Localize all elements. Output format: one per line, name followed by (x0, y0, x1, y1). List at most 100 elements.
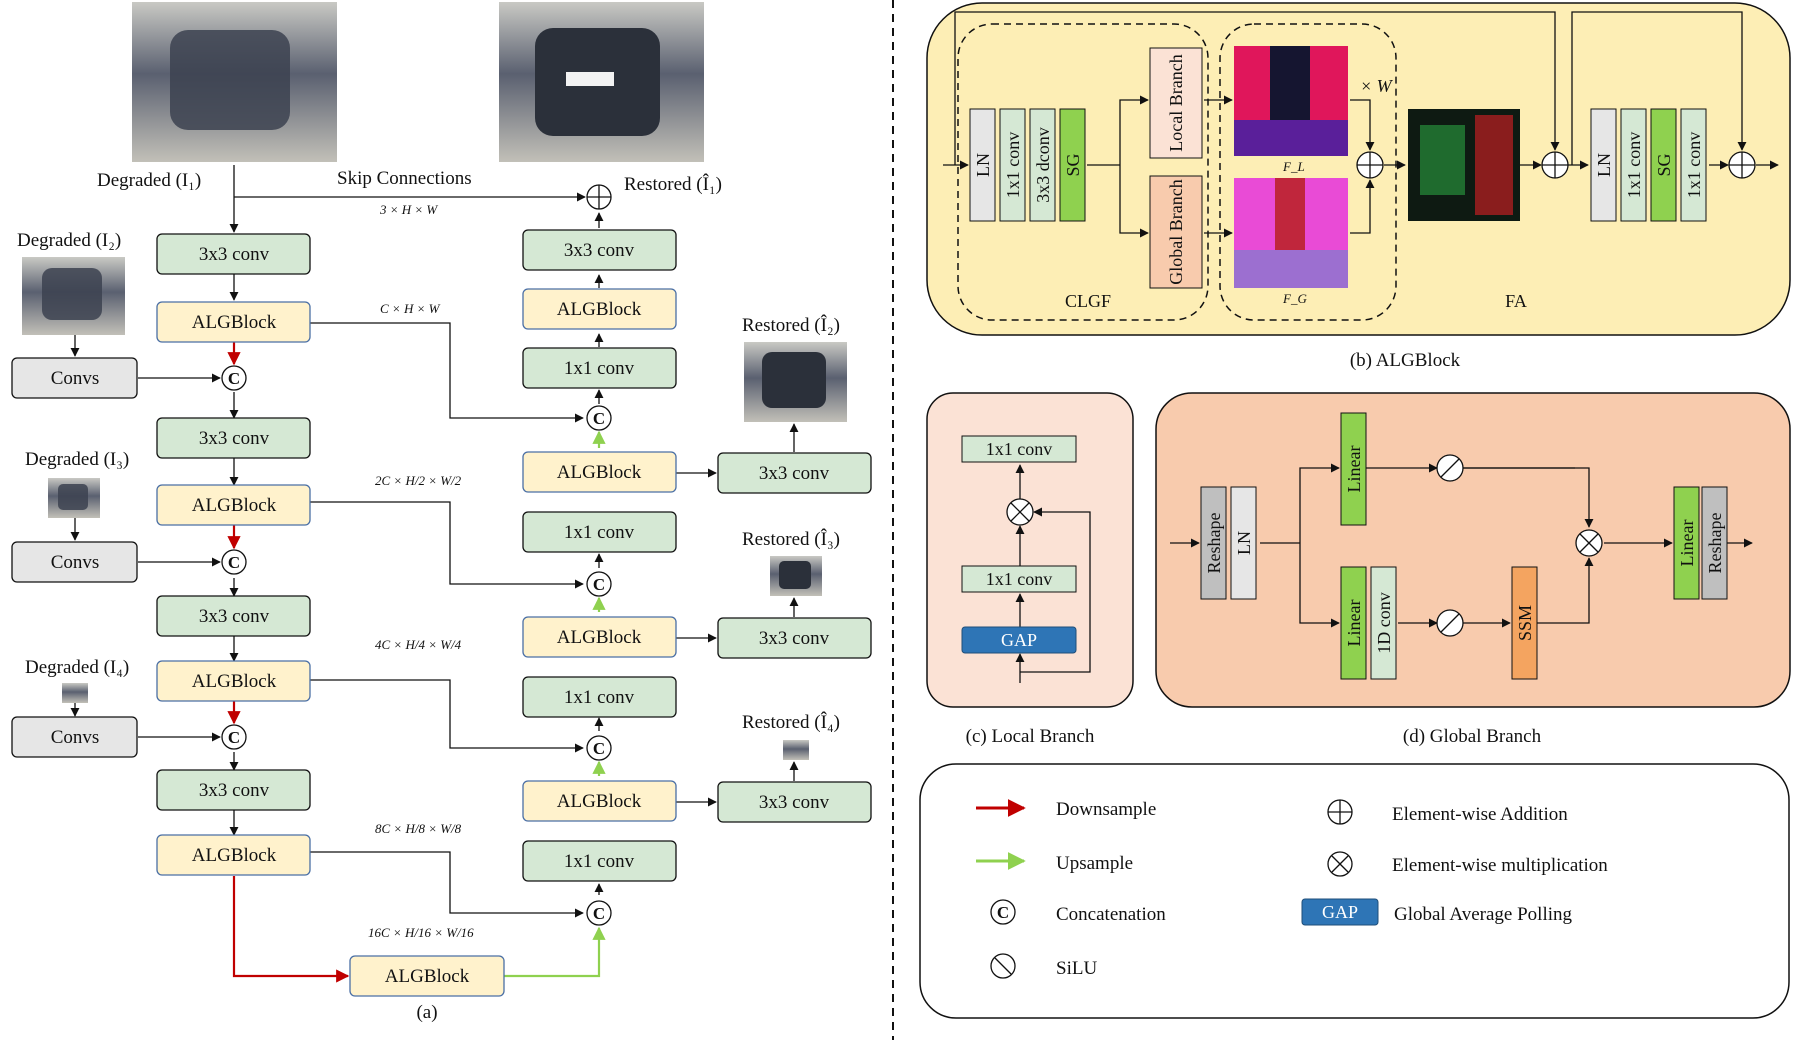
svg-text:1x1 conv: 1x1 conv (564, 851, 635, 872)
algblock-panel: LN 1x1 conv 3x3 dconv SG Local Branch Gl… (926, 2, 1791, 336)
svg-text:ALGBlock: ALGBlock (192, 845, 277, 866)
concat-dec-4 (586, 900, 612, 926)
legend-downsample: Downsample (1056, 799, 1156, 820)
svg-text:SSM: SSM (1515, 605, 1535, 641)
caption-c: (c) Local Branch (966, 726, 1095, 747)
ffn-1x1-conv-1[interactable]: 1x1 conv (1620, 108, 1647, 222)
restored-label-3: Restored (Î₃) (742, 528, 840, 550)
bottleneck-algblock[interactable]: ALGBlock (349, 955, 505, 997)
decoder-column: 3x3 conv ALGBlock 1x1 conv ALGBlock 1x1 … (522, 229, 872, 882)
enc-conv-3[interactable]: 3x3 conv (156, 595, 311, 637)
caption-d: (d) Global Branch (1403, 726, 1542, 747)
ffn-sg[interactable]: SG (1650, 108, 1677, 222)
global-ln[interactable]: LN (1230, 486, 1257, 600)
degraded-image-4 (62, 683, 88, 703)
dec-algblock-3[interactable]: ALGBlock (522, 616, 677, 658)
global-reshape-in[interactable]: Reshape (1200, 486, 1227, 600)
global-linear-top[interactable]: Linear (1340, 412, 1367, 526)
ffn-ln[interactable]: LN (1590, 108, 1617, 222)
svg-text:C: C (228, 369, 240, 388)
clgf-dconv[interactable]: 3x3 dconv (1029, 108, 1056, 222)
dec-conv-out[interactable]: 3x3 conv (522, 229, 677, 271)
global-branch-box[interactable]: Global Branch (1149, 175, 1203, 289)
svg-text:Linear: Linear (1344, 600, 1364, 647)
degraded-label-3: Degraded (I₃) (25, 449, 129, 470)
enc-conv-1[interactable]: 3x3 conv (156, 233, 311, 275)
legend-mul: Element-wise multiplication (1392, 855, 1608, 876)
dec-1x1-2[interactable]: 1x1 conv (522, 511, 677, 553)
fl-label: F_L (1282, 159, 1305, 174)
svg-text:C: C (228, 728, 240, 747)
enc-algblock-4[interactable]: ALGBlock (156, 834, 311, 876)
svg-text:LN: LN (1234, 531, 1254, 555)
svg-text:Convs: Convs (51, 552, 100, 573)
svg-text:1x1 conv: 1x1 conv (564, 522, 635, 543)
side-conv-4[interactable]: 3x3 conv (717, 781, 872, 823)
legend-silu: SiLU (1056, 958, 1097, 979)
concat-dec-1 (586, 405, 612, 431)
svg-text:3x3 conv: 3x3 conv (199, 428, 270, 449)
dec-algblock-1[interactable]: ALGBlock (522, 288, 677, 330)
dim-label-5: 16C × H/16 × W/16 (368, 925, 474, 940)
local-gap[interactable]: GAP (961, 626, 1077, 654)
enc-algblock-2[interactable]: ALGBlock (156, 484, 311, 526)
convs-block-4[interactable]: Convs (11, 716, 138, 758)
svg-text:ALGBlock: ALGBlock (557, 299, 642, 320)
dec-algblock-2[interactable]: ALGBlock (522, 451, 677, 493)
clgf-ln[interactable]: LN (969, 108, 996, 222)
local-1x1-conv-top[interactable]: 1x1 conv (961, 435, 1077, 463)
svg-text:ALGBlock: ALGBlock (385, 966, 470, 987)
svg-text:Global Branch: Global Branch (1166, 179, 1186, 284)
convs-block-3[interactable]: Convs (11, 541, 138, 583)
svg-text:1x1 conv: 1x1 conv (564, 358, 635, 379)
encoder-column: 3x3 conv ALGBlock 3x3 conv ALGBlock 3x3 … (156, 233, 505, 997)
feature-map-global (1234, 178, 1348, 288)
enc-algblock-1[interactable]: ALGBlock (156, 301, 311, 343)
local-1x1-conv-bottom[interactable]: 1x1 conv (961, 565, 1077, 593)
dim-label-3: 4C × H/4 × W/4 (375, 637, 462, 652)
convs-block-2[interactable]: Convs (11, 357, 138, 399)
svg-text:C: C (228, 553, 240, 572)
clgf-sg[interactable]: SG (1059, 108, 1086, 222)
global-ssm[interactable]: SSM (1511, 566, 1538, 680)
restored-image-2 (744, 342, 847, 422)
enc-conv-2[interactable]: 3x3 conv (156, 417, 311, 459)
svg-text:Reshape: Reshape (1204, 513, 1224, 574)
svg-text:Convs: Convs (51, 368, 100, 389)
side-conv-3[interactable]: 3x3 conv (717, 617, 872, 659)
svg-text:1x1 conv: 1x1 conv (1003, 132, 1023, 199)
dec-algblock-4[interactable]: ALGBlock (522, 780, 677, 822)
dim-label-0: 3 × H × W (379, 202, 438, 217)
dec-1x1-3[interactable]: 1x1 conv (522, 676, 677, 718)
restored-image-4 (783, 740, 809, 760)
restored-label-1: Restored (Î₁) (624, 173, 722, 195)
enc-algblock-3[interactable]: ALGBlock (156, 660, 311, 702)
svg-text:ALGBlock: ALGBlock (557, 462, 642, 483)
ffn-1x1-conv-2[interactable]: 1x1 conv (1680, 108, 1707, 222)
svg-text:3x3 conv: 3x3 conv (759, 628, 830, 649)
svg-text:GAP: GAP (1001, 630, 1037, 650)
local-branch-box[interactable]: Local Branch (1149, 47, 1203, 159)
global-linear-bottom[interactable]: Linear (1340, 566, 1367, 680)
legend-upsample: Upsample (1056, 853, 1133, 874)
dec-1x1-4[interactable]: 1x1 conv (522, 840, 677, 882)
feature-map-local (1234, 46, 1348, 156)
feature-map-fused (1408, 109, 1520, 221)
degraded-label-4: Degraded (I₄) (25, 657, 129, 678)
dec-1x1-1[interactable]: 1x1 conv (522, 347, 677, 389)
svg-text:C: C (593, 575, 605, 594)
global-linear-out[interactable]: Linear (1673, 486, 1700, 600)
fusion-region (1219, 23, 1397, 321)
fg-label: F_G (1282, 291, 1307, 306)
svg-text:Reshape: Reshape (1705, 513, 1725, 574)
side-conv-2[interactable]: 3x3 conv (717, 452, 872, 494)
svg-text:1x1 conv: 1x1 conv (1624, 132, 1644, 199)
svg-text:1x1 conv: 1x1 conv (986, 439, 1053, 459)
global-reshape-out[interactable]: Reshape (1701, 486, 1728, 600)
svg-text:3x3 conv: 3x3 conv (759, 792, 830, 813)
global-conv1d[interactable]: 1D conv (1370, 566, 1397, 680)
svg-text:C: C (997, 903, 1009, 922)
enc-conv-4[interactable]: 3x3 conv (156, 769, 311, 811)
svg-text:3x3 conv: 3x3 conv (564, 240, 635, 261)
clgf-1x1-conv[interactable]: 1x1 conv (999, 108, 1026, 222)
